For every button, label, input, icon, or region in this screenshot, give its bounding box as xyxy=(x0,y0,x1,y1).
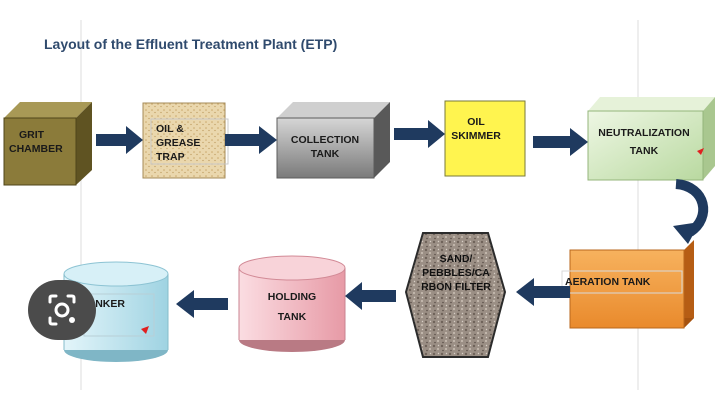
aeration-tank-label: AERATION TANK xyxy=(565,276,651,288)
google-lens-icon[interactable] xyxy=(28,280,96,340)
curved-arrow xyxy=(673,179,709,244)
flow-arrows xyxy=(96,120,588,318)
oil-grease-trap-label: OIL & GREASE TRAP xyxy=(156,123,201,163)
grit-chamber-box xyxy=(3,102,92,186)
oil-skimmer-box xyxy=(444,100,526,177)
neutralization-tank-box xyxy=(587,97,715,181)
oil-grease-trap-box xyxy=(142,102,229,179)
oil-skimmer-label: OIL SKIMMER xyxy=(451,116,501,142)
holding-tank-cylinder xyxy=(238,255,346,352)
neutralization-tank-label: NEUTRALIZATION TANK xyxy=(598,127,690,157)
collection-tank-box xyxy=(276,102,390,179)
arrow-right xyxy=(394,120,445,148)
lens-glyph xyxy=(48,294,76,326)
holding-tank-label: HOLDING TANK xyxy=(267,291,317,323)
arrow-right xyxy=(225,126,277,154)
arrow-right xyxy=(533,128,588,156)
filter-label: SAND/ PEBBLES/CA RBON FILTER xyxy=(421,253,491,293)
arrow-left xyxy=(345,282,396,310)
diagram-title: Layout of the Effluent Treatment Plant (… xyxy=(44,36,338,52)
arrow-left xyxy=(176,290,228,318)
arrow-right xyxy=(96,126,143,154)
filter-hexagon xyxy=(404,232,507,358)
grit-chamber-label: GRIT CHAMBER xyxy=(9,129,63,155)
collection-tank-label: COLLECTION TANK xyxy=(290,134,360,160)
arrow-left xyxy=(516,278,570,306)
aeration-tank-box xyxy=(561,240,694,329)
